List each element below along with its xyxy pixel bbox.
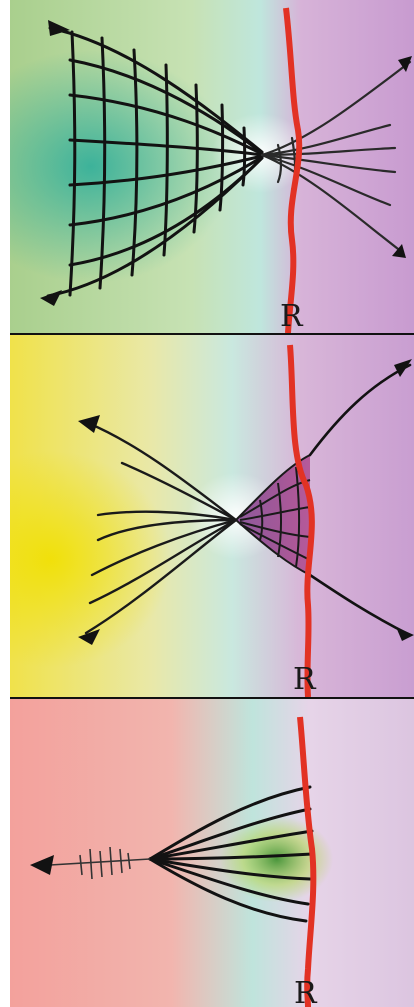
panel-divider-2 bbox=[10, 697, 414, 699]
panel-middle-inflow-arrows bbox=[394, 359, 414, 641]
panel-middle-illustration bbox=[10, 335, 414, 697]
panel-bottom-outflow-arrow bbox=[30, 855, 54, 875]
panel-middle-outflow-lines bbox=[84, 421, 238, 635]
panel-bottom-r-label: R bbox=[294, 976, 317, 1007]
panel-bottom-flow-lines bbox=[148, 785, 314, 923]
panel-top-illustration bbox=[10, 0, 414, 333]
panel-middle-front-line bbox=[287, 344, 315, 697]
panel-bottom-turbulent-tail bbox=[49, 846, 151, 880]
panel-top-r-label: R bbox=[280, 299, 303, 333]
panel-top: R bbox=[10, 0, 414, 333]
panel-middle-cone-mesh bbox=[235, 454, 311, 576]
panel-middle-cone bbox=[236, 455, 310, 575]
panel-middle: R bbox=[10, 335, 414, 697]
panel-top-inflow-arrows bbox=[40, 20, 70, 306]
panel-middle-outflow-arrows bbox=[78, 415, 100, 645]
panel-top-front-line bbox=[283, 7, 303, 333]
panel-bottom-green-glow bbox=[10, 699, 414, 1007]
panel-middle-r-label: R bbox=[293, 662, 316, 697]
panel-divider-1 bbox=[10, 333, 414, 335]
panel-top-funnel-mesh bbox=[46, 26, 264, 298]
panel-bottom-front-line bbox=[297, 716, 317, 1007]
panel-top-outflow-arrows bbox=[392, 56, 412, 258]
panel-bottom: R bbox=[10, 699, 414, 1007]
panel-bottom-illustration bbox=[10, 699, 414, 1007]
